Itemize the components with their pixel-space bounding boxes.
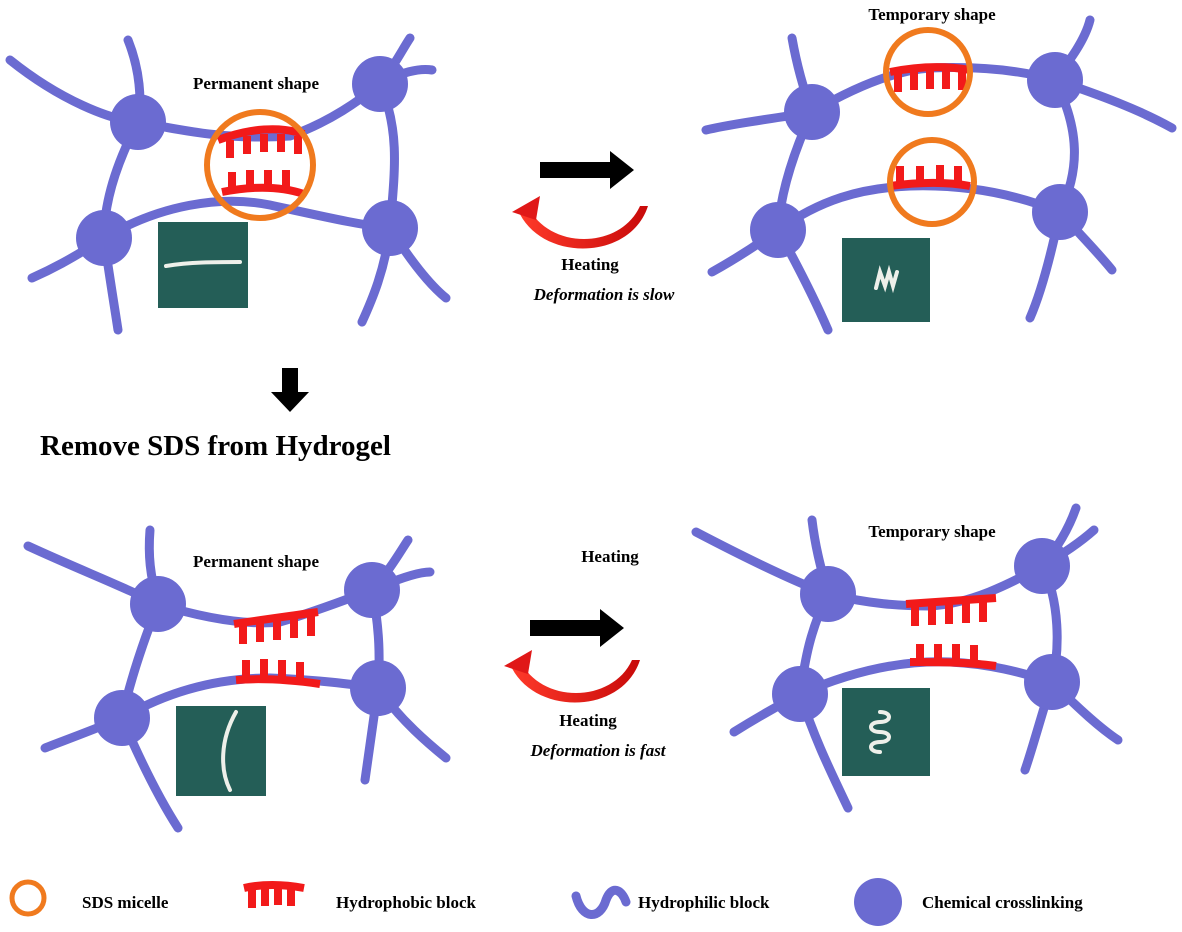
legend-label: Hydrophilic block [638, 893, 770, 912]
crosslink-node [76, 210, 132, 266]
sds-micelle [887, 137, 977, 227]
crosslink-node [1024, 654, 1080, 710]
crosslink-node [1027, 52, 1083, 108]
forward-arrow [530, 609, 624, 647]
forward-arrow [540, 151, 634, 189]
legend: SDS micelle Hydrophobic block Hydrophili… [9, 878, 1083, 926]
legend-item-chemical-crosslinking: Chemical crosslinking [854, 878, 1083, 926]
panel-label: Temporary shape [868, 522, 996, 541]
middle-step: Remove SDS from Hydrogel [40, 368, 391, 462]
legend-label: Hydrophobic block [336, 893, 477, 912]
deformation-note: Deformation is slow [533, 285, 675, 304]
reverse-arrow [518, 206, 648, 249]
crosslink-node [772, 666, 828, 722]
sds-micelle [204, 109, 316, 221]
hydrophobic-block [216, 125, 306, 198]
heating-label-top: Heating [581, 547, 639, 566]
hydrophobic-block [905, 594, 997, 670]
crosslink-node [362, 200, 418, 256]
crosslink-node [1032, 184, 1088, 240]
sample-photo [176, 706, 266, 796]
coiled-specimen [874, 264, 899, 294]
crosslink-node [350, 660, 406, 716]
bottom-right-network: Temporary shape [691, 503, 1123, 813]
legend-label: Chemical crosslinking [922, 893, 1083, 912]
top-right-network: Temporary shape [701, 5, 1177, 335]
legend-item-hydrophilic-block: Hydrophilic block [571, 885, 770, 919]
crosslink-node [750, 202, 806, 258]
crosslink-node [800, 566, 856, 622]
legend-item-hydrophobic-block: Hydrophobic block [243, 881, 477, 912]
hydrophobic-block [233, 608, 321, 688]
panel-label: Permanent shape [193, 552, 320, 571]
crosslink-node [94, 690, 150, 746]
step-title: Remove SDS from Hydrogel [40, 430, 391, 462]
bottom-left-network: Permanent shape [23, 525, 451, 833]
heating-label: Heating [559, 711, 617, 730]
panel-label: Permanent shape [193, 74, 320, 93]
legend-label: SDS micelle [82, 893, 169, 912]
deformation-note: Deformation is fast [529, 741, 666, 760]
micelle-ring-icon [9, 879, 47, 917]
sds-micelle [883, 27, 973, 117]
comb-icon [243, 881, 305, 908]
wave-icon [571, 885, 631, 919]
crosslink-node [784, 84, 840, 140]
bottom-transition: Heating Heating Deformation is fast [504, 547, 667, 760]
reverse-arrow [510, 660, 640, 703]
coiled-specimen [869, 710, 891, 754]
crosslink-node [1014, 538, 1070, 594]
legend-item-sds-micelle: SDS micelle [9, 879, 169, 917]
top-transition: Heating Deformation is slow [512, 151, 675, 304]
crosslink-node [110, 94, 166, 150]
crosslink-node [130, 576, 186, 632]
panel-label: Temporary shape [868, 5, 996, 24]
hydrophobic-block [889, 63, 971, 190]
heating-label: Heating [561, 255, 619, 274]
down-arrow [271, 368, 309, 412]
circle-icon [854, 878, 902, 926]
top-left-network: Permanent shape [5, 33, 451, 335]
curved-specimen [221, 710, 238, 792]
crosslink-node [344, 562, 400, 618]
crosslink-node [352, 56, 408, 112]
straight-specimen [164, 260, 242, 268]
